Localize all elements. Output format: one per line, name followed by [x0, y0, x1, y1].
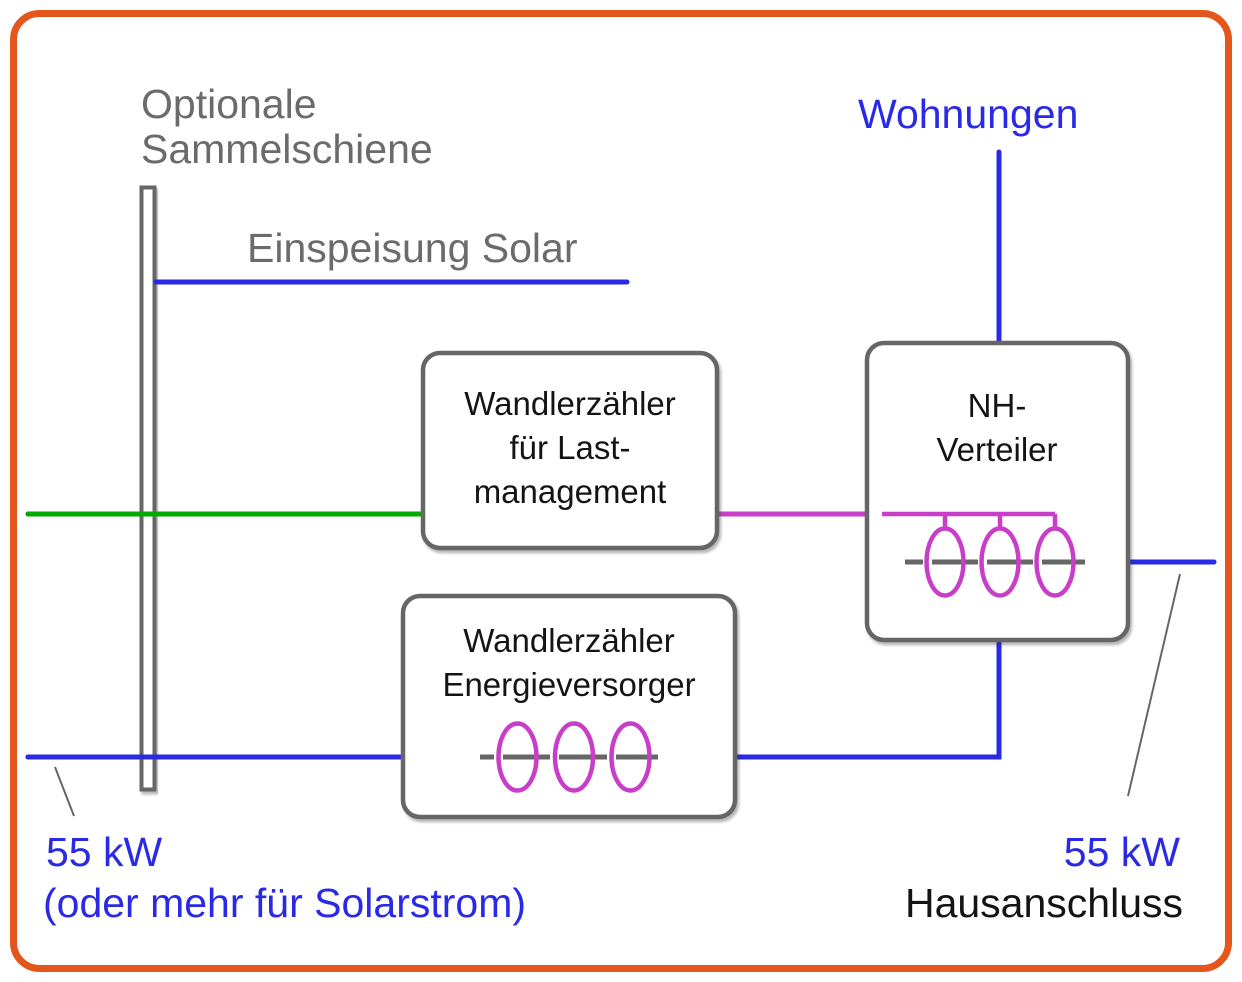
utility-meter-box	[400, 593, 738, 820]
nh-distributor-label-line2: Verteiler	[936, 431, 1057, 468]
diagram-border	[10, 10, 1232, 972]
utility-meter-label-line1: Wandlerzähler	[463, 622, 675, 659]
utility-coils-symbol	[480, 721, 658, 793]
load-meter-label-line2: für Last-	[509, 429, 630, 466]
solar-feed-label: Einspeisung Solar	[247, 225, 577, 271]
nh-coils-symbol	[882, 511, 1085, 598]
transformer-coil	[924, 526, 966, 598]
right-leader-line	[1127, 573, 1181, 797]
utility-meter-to-nh-line	[732, 638, 1002, 760]
transformer-coil	[609, 721, 652, 793]
busbar	[139, 185, 157, 792]
transformer-coil	[552, 721, 596, 793]
apartments-label: Wohnungen	[858, 91, 1078, 137]
busbar-label-line2: Sammelschiene	[141, 126, 433, 172]
right-power-label: 55 kW	[1064, 829, 1180, 875]
utility-meter-label-line2: Energieversorger	[442, 666, 695, 703]
load-meter-box	[420, 350, 720, 551]
load-meter-label-line1: Wandlerzähler	[464, 385, 676, 422]
left-power-label: 55 kW	[46, 829, 162, 875]
left-leader-line	[54, 766, 75, 817]
load-meter-label-line3: management	[474, 473, 667, 510]
coil-feeder-line	[882, 511, 1058, 530]
busbar-label-line1: Optionale	[141, 81, 317, 127]
transformer-coil	[496, 721, 539, 793]
left-power-note: (oder mehr für Solarstrom)	[43, 880, 526, 926]
transformer-coil	[979, 526, 1021, 598]
nh-distributor-label-line1: NH-	[968, 387, 1027, 424]
transformer-coil	[1034, 526, 1076, 598]
nh-distributor-box	[864, 340, 1131, 643]
house-connection-label: Hausanschluss	[905, 880, 1183, 926]
